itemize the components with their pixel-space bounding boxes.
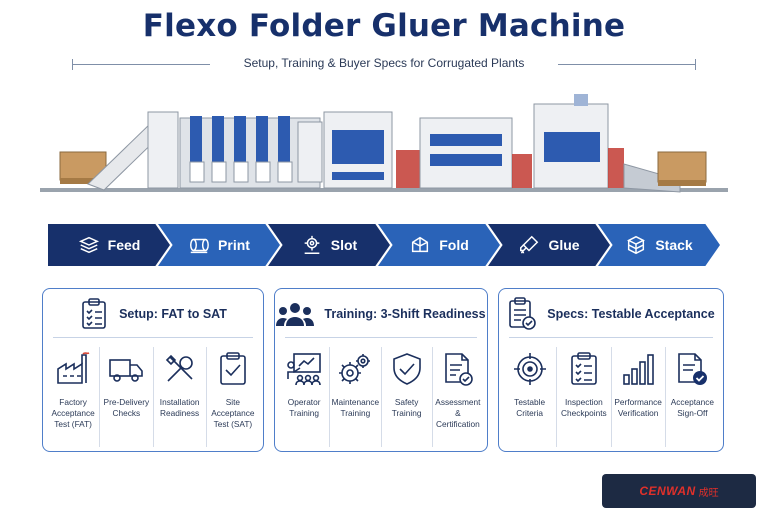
- panel-item: Operator Training: [279, 347, 329, 447]
- process-step-label: Print: [218, 237, 250, 253]
- clipboard-check-icon: [220, 352, 246, 385]
- panel-item: Assessment & Certification: [431, 347, 483, 447]
- process-step-label: Stack: [655, 237, 693, 253]
- spec-clipboard-icon: [509, 297, 537, 330]
- panel-item-label: Inspection Checkpoints: [561, 397, 607, 418]
- subtitle: Setup, Training & Buyer Specs for Corrug…: [243, 56, 525, 70]
- panel-item: Performance Verification: [610, 347, 665, 447]
- machine-illustration: [40, 94, 728, 193]
- panel-item: Acceptance Sign-Off: [664, 347, 719, 447]
- panel-item-label: Maintenance Training: [331, 397, 380, 418]
- panel-item: Safety Training: [380, 347, 432, 447]
- panel-item: Inspection Checkpoints: [556, 347, 610, 447]
- panel-header: Training: 3-Shift Readiness: [275, 297, 487, 331]
- divider-tick-left: [72, 59, 73, 70]
- shield-check-icon: [392, 353, 421, 385]
- setup-panel: Setup: FAT to SAT Factory Acceptance Tes…: [42, 288, 264, 452]
- process-step-stack: Stack: [598, 224, 720, 266]
- panel-divider: [53, 337, 253, 338]
- process-step-print: Print: [158, 224, 280, 266]
- print-roller-icon: [190, 238, 209, 254]
- tools-icon: [165, 354, 193, 382]
- training-panel: Training: 3-Shift Readiness Operator Tra…: [274, 288, 488, 452]
- process-flow: Feed Print Slot Fold Glue Stack: [48, 224, 728, 266]
- panel-title: Specs: Testable Acceptance: [547, 307, 715, 321]
- process-step-glue: Glue: [488, 224, 610, 266]
- specs-panel: Specs: Testable Acceptance Testable Crit…: [498, 288, 724, 452]
- process-step-feed: Feed: [48, 224, 170, 266]
- panel-header: Setup: FAT to SAT: [43, 297, 263, 331]
- checklist-icon: [82, 298, 106, 329]
- stack-boxes-icon: [627, 235, 646, 255]
- panel-item: Pre-Delivery Checks: [99, 347, 152, 447]
- checklist-icon: [571, 352, 597, 385]
- presentation-icon: [287, 353, 321, 386]
- target-icon: [513, 353, 546, 385]
- brand-logo: CENWAN 成旺: [602, 474, 756, 508]
- truck-icon: [109, 359, 144, 382]
- bar-chart-icon: [623, 354, 654, 385]
- divider-right: [558, 64, 696, 65]
- divider-tick-right: [695, 59, 696, 70]
- process-step-label: Slot: [330, 237, 358, 253]
- panel-divider: [285, 337, 477, 338]
- factory-icon: [57, 352, 90, 384]
- glue-dropper-icon: [520, 235, 539, 254]
- gears-icon: [339, 354, 371, 384]
- panel-item-label: Pre-Delivery Checks: [103, 397, 150, 418]
- panel-title: Training: 3-Shift Readiness: [324, 307, 486, 321]
- process-step-slot: Slot: [268, 224, 390, 266]
- process-step-fold: Fold: [378, 224, 500, 266]
- panel-item: Maintenance Training: [329, 347, 380, 447]
- brand-name: CENWAN: [639, 484, 696, 498]
- panel-item-label: Assessment & Certification: [435, 397, 481, 429]
- panel-item-label: Testable Criteria: [514, 397, 546, 418]
- panel-item-label: Performance Verification: [614, 397, 662, 418]
- panel-item: Factory Acceptance Test (FAT): [47, 347, 99, 447]
- fold-box-icon: [412, 236, 429, 253]
- panel-item: Site Acceptance Test (SAT): [205, 347, 259, 447]
- slotting-gear-icon: [304, 235, 320, 254]
- panel-header: Specs: Testable Acceptance: [499, 297, 723, 331]
- subtitle-bar: Setup, Training & Buyer Specs for Corrug…: [72, 56, 696, 72]
- team-icon: [276, 303, 315, 326]
- panel-item-label: Safety Training: [391, 397, 422, 418]
- process-step-label: Feed: [107, 237, 141, 253]
- brand-cn: 成旺: [698, 487, 719, 499]
- panel-item-label: Installation Readiness: [159, 397, 200, 418]
- panel-item-label: Acceptance Sign-Off: [670, 397, 715, 418]
- panel-item-label: Factory Acceptance Test (FAT): [51, 397, 95, 429]
- page-title: Flexo Folder Gluer Machine: [142, 8, 626, 44]
- panel-item-label: Operator Training: [287, 397, 321, 418]
- document-check-icon: [445, 353, 473, 386]
- panel-title: Setup: FAT to SAT: [119, 307, 227, 321]
- signoff-document-icon: [678, 353, 708, 385]
- process-step-label: Fold: [439, 237, 469, 253]
- panel-item: Installation Readiness: [152, 347, 206, 447]
- process-step-label: Glue: [548, 237, 580, 253]
- panel-divider: [509, 337, 713, 338]
- divider-left: [72, 64, 210, 65]
- panel-item-label: Site Acceptance Test (SAT): [211, 397, 255, 429]
- stack-sheets-icon: [78, 236, 99, 254]
- panel-item: Testable Criteria: [503, 347, 556, 447]
